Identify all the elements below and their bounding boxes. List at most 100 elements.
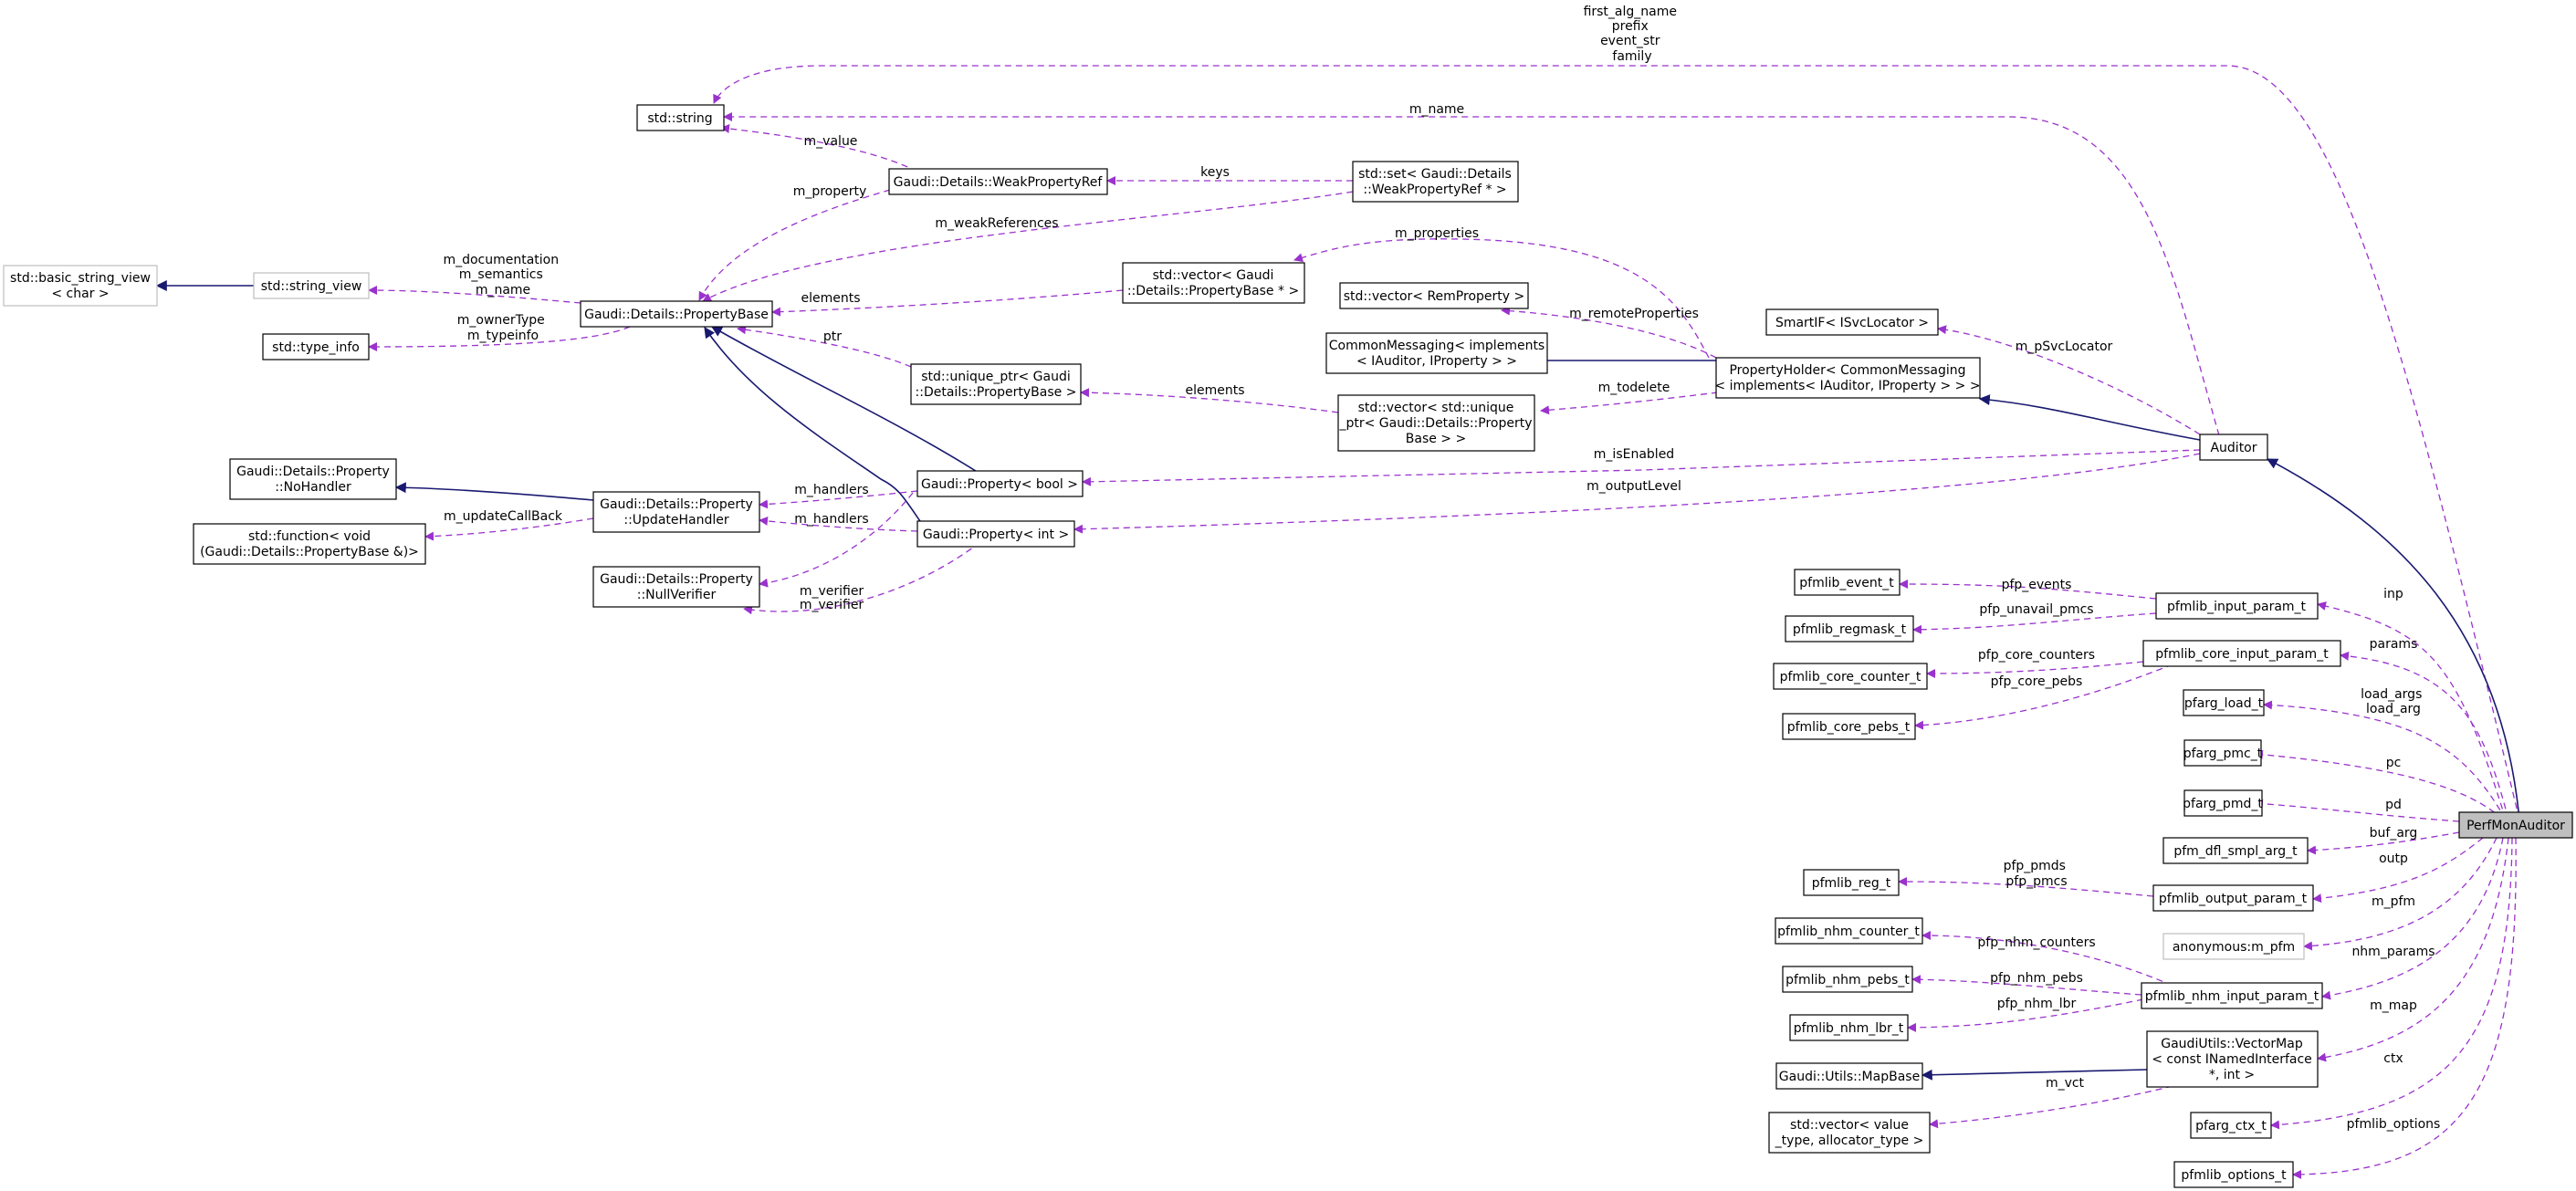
edge-label-load-args: load_args load_arg [2361,687,2426,716]
edge-m-todelete [1540,392,1719,415]
node-common-messaging[interactable]: CommonMessaging< implements < IAuditor, … [1325,332,1548,374]
node-pfmlib-core-input-param-t[interactable]: pfmlib_core_input_param_t [2142,640,2341,667]
node-vector-rem-property[interactable]: std::vector< RemProperty > [1339,282,1529,309]
edge-m-doc-group [368,286,581,304]
edge-label-m-weak-references: m_weakReferences [935,216,1058,231]
svg-text:pfmlib_core_pebs_t: pfmlib_core_pebs_t [1787,720,1911,735]
svg-text:std::vector< RemProperty >: std::vector< RemProperty > [1344,289,1524,304]
svg-text:Gaudi::Details::PropertyBase: Gaudi::Details::PropertyBase [584,308,769,322]
edge-label-m-name: m_name [1409,102,1464,117]
edge-params [2340,651,2509,820]
edge-label-elements-unique: elements [1185,383,1244,398]
node-basic-string-view[interactable]: std::basic_string_view < char > [3,265,158,307]
node-pfmlib-output-param-t[interactable]: pfmlib_output_param_t [2152,884,2314,912]
node-update-handler[interactable]: Gaudi::Details::Property ::UpdateHandler [592,491,760,533]
svg-text:::WeakPropertyRef * >: ::WeakPropertyRef * > [1363,183,1506,197]
node-vector-property-base[interactable]: std::vector< Gaudi ::Details::PropertyBa… [1122,262,1305,304]
edge-label-m-value: m_value [804,134,858,149]
node-no-handler[interactable]: Gaudi::Details::Property ::NoHandler [229,458,397,500]
node-pfmlib-nhm-pebs-t[interactable]: pfmlib_nhm_pebs_t [1782,966,1913,993]
svg-text:pfarg_pmc_t: pfarg_pmc_t [2183,747,2263,761]
edge-m-properties [1293,238,1710,359]
svg-text:pfmlib_core_input_param_t: pfmlib_core_input_param_t [2155,647,2329,662]
node-std-function[interactable]: std::function< void (Gaudi::Details::Pro… [193,523,426,565]
node-pfmlib-core-counter-t[interactable]: pfmlib_core_counter_t [1773,663,1928,690]
node-std-vector-value-type[interactable]: std::vector< value _type, allocator_type… [1768,1112,1931,1154]
edge-label-pfp-pmds-group: pfp_pmds pfp_pmcs [2004,859,2070,889]
svg-text:pfm_dfl_smpl_arg_t: pfm_dfl_smpl_arg_t [2173,844,2298,859]
node-pfmlib-options-t[interactable]: pfmlib_options_t [2173,1161,2294,1188]
edge-m-update-callback [424,517,594,541]
svg-text:< implements< IAuditor, IPrope: < implements< IAuditor, IProperty > > > [1714,379,1980,393]
node-anonymous-m-pfm[interactable]: anonymous:m_pfm [2162,933,2305,960]
node-null-verifier[interactable]: Gaudi::Details::Property ::NullVerifier [592,566,760,608]
node-pfmlib-nhm-counter-t[interactable]: pfmlib_nhm_counter_t [1775,917,1923,945]
edge-label-m-handlers-bool: m_handlers [794,483,868,497]
nodes-layer: std::string Gaudi::Details::WeakProperty… [3,104,2573,1188]
node-unique-ptr-property-base[interactable]: std::unique_ptr< Gaudi ::Details::Proper… [910,363,1082,405]
node-pfmlib-nhm-lbr-t[interactable]: pfmlib_nhm_lbr_t [1789,1014,1909,1041]
node-pfmlib-event-t[interactable]: pfmlib_event_t [1794,569,1901,596]
edge-inherit-int-base [704,327,923,525]
node-pfarg-pmc-t[interactable]: pfarg_pmc_t [2183,739,2263,767]
node-pfmlib-reg-t[interactable]: pfmlib_reg_t [1803,869,1900,896]
node-pfmlib-nhm-input-param-t[interactable]: pfmlib_nhm_input_param_t [2141,982,2323,1009]
edge-label-params: params [2370,637,2418,652]
edge-pc [2254,749,2504,820]
node-std-string[interactable]: std::string [636,104,725,131]
edge-ptr [737,325,912,368]
node-pfarg-load-t[interactable]: pfarg_load_t [2183,689,2265,716]
edge-label-ctx: ctx [2383,1051,2403,1066]
edge-load-args [2263,700,2507,820]
node-pfmlib-input-param-t[interactable]: pfmlib_input_param_t [2155,592,2319,620]
node-pfarg-ctx-t[interactable]: pfarg_ctx_t [2190,1112,2272,1139]
svg-text:pfmlib_reg_t: pfmlib_reg_t [1812,876,1891,891]
svg-text:::UpdateHandler: ::UpdateHandler [623,513,729,528]
edge-label-m-pfm: m_pfm [2372,894,2415,909]
node-std-string-view[interactable]: std::string_view [253,272,370,299]
svg-text:Auditor: Auditor [2210,441,2257,455]
node-property-bool[interactable]: Gaudi::Property< bool > [916,470,1084,497]
edge-family-group [713,65,2520,820]
edge-inp [2317,601,2507,820]
edge-label-nhm-params: nhm_params [2351,945,2435,959]
svg-text:Gaudi::Details::Property: Gaudi::Details::Property [236,465,390,479]
node-auditor[interactable]: Auditor [2199,434,2268,461]
edge-label-pfp-core-pebs: pfp_core_pebs [1991,674,2083,689]
node-std-set-weak[interactable]: std::set< Gaudi::Details ::WeakPropertyR… [1352,161,1519,203]
svg-text:GaudiUtils::VectorMap: GaudiUtils::VectorMap [2161,1037,2303,1051]
edge-label-pfp-nhm-lbr: pfp_nhm_lbr [1997,997,2077,1011]
edge-pfp-unavail-pmcs [1912,612,2157,634]
node-vector-unique-ptr[interactable]: std::vector< std::unique _ptr< Gaudi::De… [1337,394,1535,452]
node-property-base[interactable]: Gaudi::Details::PropertyBase [580,300,773,328]
svg-text:std::string_view: std::string_view [261,279,362,294]
edge-label-pfmlib-options: pfmlib_options [2347,1117,2441,1132]
node-pfarg-pmd-t[interactable]: pfarg_pmd_t [2183,789,2263,817]
node-std-type-info[interactable]: std::type_info [262,333,370,360]
node-gaudiutils-vectormap[interactable]: GaudiUtils::VectorMap < const INamedInte… [2146,1030,2319,1088]
edge-label-m-owner-type-group: m_ownerType m_typeinfo [457,313,550,343]
edge-label-pfp-core-counters: pfp_core_counters [1978,648,2095,663]
edge-m-map [2317,837,2509,1062]
edge-pfp-nhm-counters [1922,931,2173,987]
node-pfmlib-core-pebs-t[interactable]: pfmlib_core_pebs_t [1782,713,1916,740]
edge-label-outp: outp [2379,851,2408,866]
edge-label-ptr: ptr [823,329,842,344]
svg-text:pfmlib_nhm_input_param_t: pfmlib_nhm_input_param_t [2145,989,2319,1004]
node-weak-property-ref[interactable]: Gaudi::Details::WeakPropertyRef [888,168,1108,195]
edge-label-m-property: m_property [793,184,867,199]
node-property-int[interactable]: Gaudi::Property< int > [916,520,1075,548]
node-pfm-dfl-smpl-arg-t[interactable]: pfm_dfl_smpl_arg_t [2162,837,2309,864]
svg-text:::Details::PropertyBase >: ::Details::PropertyBase > [916,385,1077,400]
node-property-holder[interactable]: PropertyHolder< CommonMessaging < implem… [1714,357,1981,399]
node-gaudi-utils-mapbase[interactable]: Gaudi::Utils::MapBase [1775,1062,1923,1090]
node-smartif-isvclocator[interactable]: SmartIF< ISvcLocator > [1765,308,1939,336]
node-perfmon-auditor[interactable]: PerfMonAuditor [2458,811,2573,839]
edges-layer [155,65,2520,1179]
node-pfmlib-regmask-t[interactable]: pfmlib_regmask_t [1785,615,1914,643]
svg-text:_type, allocator_type >: _type, allocator_type > [1775,1134,1924,1148]
svg-text:pfmlib_event_t: pfmlib_event_t [1799,576,1894,590]
edge-m-weak-references [702,191,1354,302]
svg-text:std::set< Gaudi::Details: std::set< Gaudi::Details [1358,167,1512,182]
edge-pfp-core-counters [1926,661,2144,678]
